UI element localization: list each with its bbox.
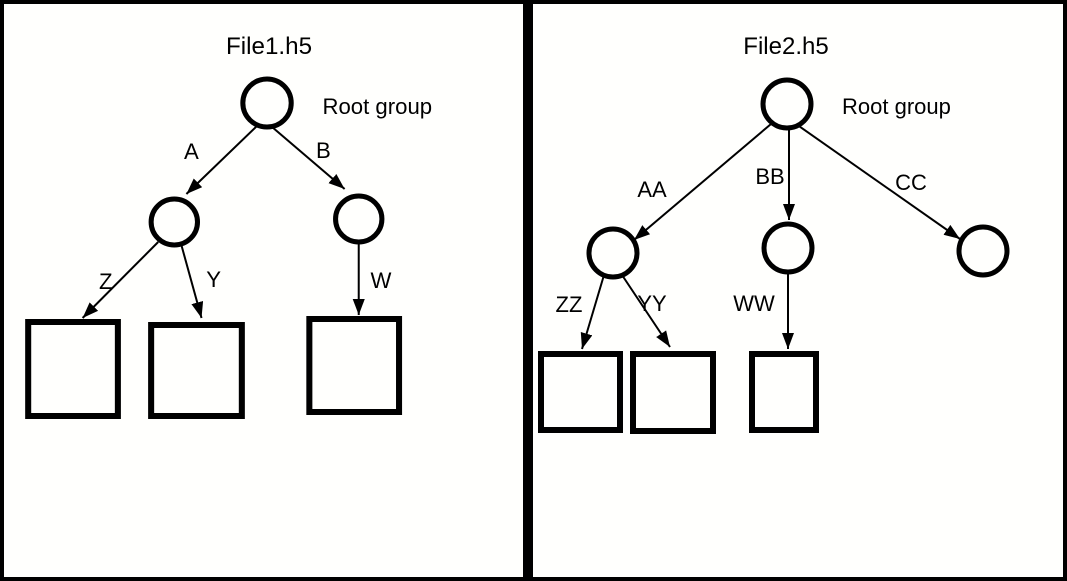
node-dataset-z [25,319,121,419]
edge-label-link-b: B [316,138,331,163]
node-group-b [333,193,385,245]
edge-label-link-y: Y [206,267,221,292]
edge-label-link-z: Z [99,269,113,294]
node-dataset-ww [749,351,819,433]
file1-tree-svg: File1.h5A B Z Y W Root group [25,33,432,419]
edge-link-a [185,125,258,195]
node-group-aa [586,226,640,280]
node-root-group [240,76,294,130]
edge-link-cc [795,123,961,240]
node-group-cc [956,224,1010,278]
edge-link-aa [633,123,772,241]
edge-label-link-aa: AA [637,177,667,202]
node-label-root-group: Root group [322,94,432,119]
node-dataset-y [148,322,245,419]
edge-label-link-bb: BB [755,164,784,189]
node-dataset-zz [538,351,623,433]
edge-link-yy [621,274,671,348]
node-label-root-group: Root group [842,94,951,119]
edge-label-link-ww: WW [733,291,775,316]
node-dataset-w [306,316,403,415]
edge-link-zz [580,274,605,350]
node-group-a [148,196,201,248]
file1-title: File1.h5 [226,33,312,60]
edge-label-link-yy: YY [637,291,667,316]
edge-link-b [271,126,346,190]
node-root-group [760,77,814,131]
edge-label-link-cc: CC [895,170,927,195]
file2-title: File2.h5 [743,33,828,60]
edge-link-y [180,244,204,319]
edge-label-link-zz: ZZ [556,292,583,317]
edge-label-link-a: A [184,139,199,164]
node-dataset-yy [630,351,716,434]
edge-label-link-w: W [370,268,391,293]
edge-link-z [81,241,159,319]
node-group-bb [761,221,815,275]
